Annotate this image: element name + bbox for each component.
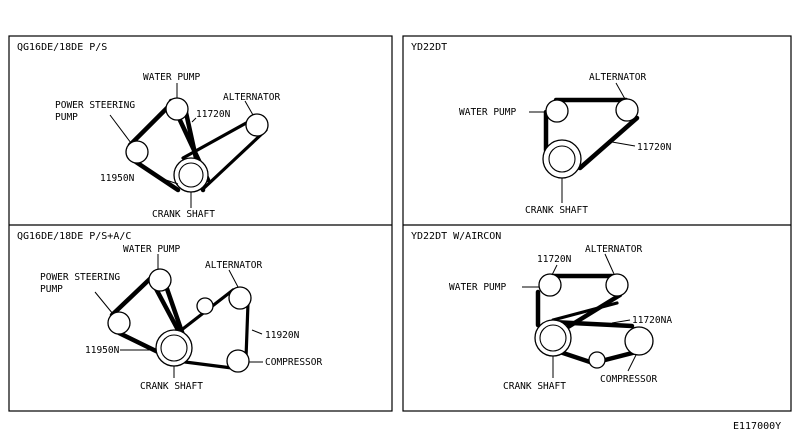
power-steering-pump-pulley bbox=[125, 140, 149, 164]
panel-bottom-left: QG16DE/18DE P/S+A/C WATER PUMP POWER STE… bbox=[17, 231, 322, 392]
panel-top-right: YD22DT ALTERNATOR WATER PUMP 11720N CRAN… bbox=[411, 42, 672, 216]
belt-11720n bbox=[181, 120, 268, 191]
label-belt-11720n: 11720N bbox=[537, 254, 572, 265]
label-belt-11950n: 11950N bbox=[85, 345, 120, 356]
alternator-pulley bbox=[605, 273, 629, 297]
idler-pulley bbox=[588, 351, 606, 369]
label-crank-shaft: CRANK SHAFT bbox=[140, 381, 203, 392]
water-pump-pulley bbox=[545, 99, 569, 123]
label-crank-shaft: CRANK SHAFT bbox=[525, 205, 588, 216]
label-alternator: ALTERNATOR bbox=[585, 244, 642, 255]
label-water-pump: WATER PUMP bbox=[123, 244, 180, 255]
alternator-pulley bbox=[228, 286, 252, 310]
panel-top-left: QG16DE/18DE P/S WATER PUMP POWER STEERIN… bbox=[17, 42, 280, 220]
label-pump: PUMP bbox=[40, 284, 63, 295]
label-belt-11950n: 11950N bbox=[100, 173, 135, 184]
label-crank-shaft: CRANK SHAFT bbox=[503, 381, 566, 392]
belt-11720na bbox=[549, 301, 639, 365]
panel-heading: QG16DE/18DE P/S bbox=[17, 42, 107, 53]
alternator-pulley bbox=[615, 98, 639, 122]
panel-heading: YD22DT W/AIRCON bbox=[411, 231, 501, 242]
label-belt-11920n: 11920N bbox=[265, 330, 300, 341]
alternator-pulley bbox=[245, 113, 269, 137]
water-pump-pulley bbox=[165, 97, 189, 121]
label-belt-11720n: 11720N bbox=[637, 142, 672, 153]
label-alternator: ALTERNATOR bbox=[223, 92, 280, 103]
label-water-pump: WATER PUMP bbox=[459, 107, 516, 118]
belt-11720n bbox=[543, 97, 640, 171]
label-power-steering: POWER STEERING bbox=[55, 100, 135, 111]
label-power-steering: POWER STEERING bbox=[40, 272, 120, 283]
water-pump-pulley bbox=[538, 273, 562, 297]
panel-bottom-right: YD22DT W/AIRCON 11720N ALTERNATOR WATER … bbox=[411, 231, 672, 392]
label-compressor: COMPRESSOR bbox=[600, 374, 657, 385]
panel-heading: QG16DE/18DE P/S+A/C bbox=[17, 231, 131, 242]
label-belt-11720na: 11720NA bbox=[632, 315, 672, 326]
label-alternator: ALTERNATOR bbox=[205, 260, 262, 271]
label-water-pump: WATER PUMP bbox=[143, 72, 200, 83]
label-alternator: ALTERNATOR bbox=[589, 72, 646, 83]
figure-code: E117000Y bbox=[733, 421, 781, 432]
panel-heading: YD22DT bbox=[411, 42, 447, 53]
power-steering-pump-pulley bbox=[107, 311, 131, 335]
compressor-pulley bbox=[226, 349, 250, 373]
belt-11950n bbox=[109, 272, 186, 355]
label-crank-shaft: CRANK SHAFT bbox=[152, 209, 215, 220]
right-frame bbox=[402, 35, 792, 412]
left-frame bbox=[8, 35, 393, 412]
label-pump: PUMP bbox=[55, 112, 78, 123]
label-compressor: COMPRESSOR bbox=[265, 357, 322, 368]
compressor-pulley bbox=[624, 326, 654, 356]
water-pump-pulley bbox=[148, 268, 172, 292]
label-belt-11720n: 11720N bbox=[196, 109, 231, 120]
idler-pulley bbox=[196, 297, 214, 315]
label-water-pump: WATER PUMP bbox=[449, 282, 506, 293]
